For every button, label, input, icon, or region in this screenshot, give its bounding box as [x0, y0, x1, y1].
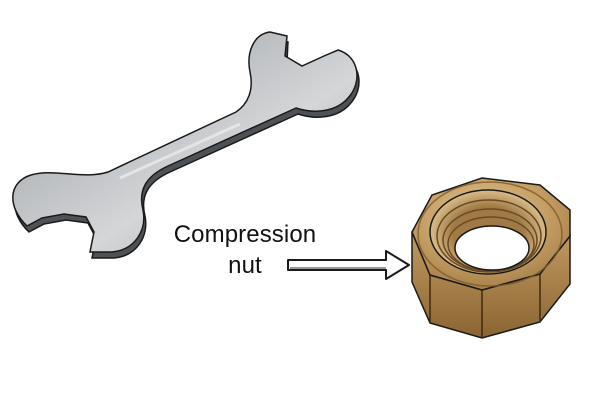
nut-side-edges [429, 274, 541, 338]
wrench-face [12, 31, 358, 253]
wrench-icon [12, 31, 360, 259]
label-line-1: Compression [173, 221, 317, 248]
compression-nut-label: Compression nut [160, 219, 330, 281]
nut-bore-hole [454, 225, 530, 271]
arrow-shape [287, 250, 410, 280]
nut-thread-3 [447, 216, 535, 272]
right-arrow-icon [287, 250, 410, 280]
compression-nut-icon [411, 177, 571, 339]
nut-thread-1 [436, 199, 542, 273]
wrench-highlight [119, 122, 241, 180]
label-line-2: nut [228, 252, 262, 279]
nut-chamfer [417, 181, 563, 287]
